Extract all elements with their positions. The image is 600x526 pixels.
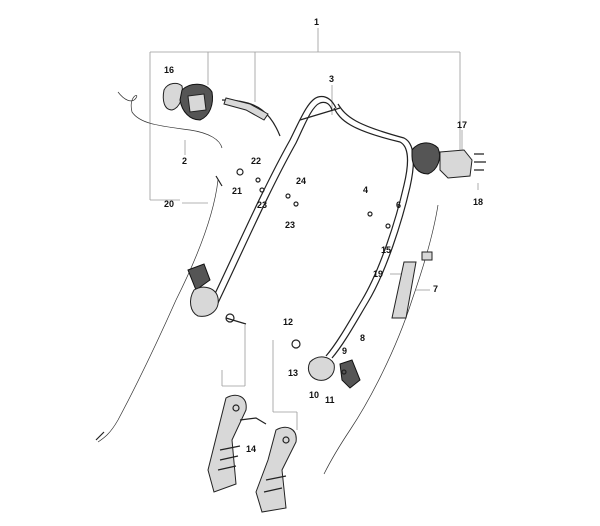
cable-right <box>323 204 439 475</box>
callout-10: 10 <box>309 390 319 400</box>
callout-12: 12 <box>283 317 293 327</box>
lever-left-2 <box>223 97 269 121</box>
cable-left <box>97 179 219 443</box>
callout-14: 14 <box>246 444 256 454</box>
right-screws <box>474 153 486 171</box>
lower-left-bracket <box>187 263 247 325</box>
control-housing-detail <box>187 93 207 113</box>
callout-9: 9 <box>342 346 347 356</box>
callout-20: 20 <box>164 199 174 209</box>
callout-21: 21 <box>232 186 242 196</box>
callout-24: 24 <box>296 176 306 186</box>
callout-18: 18 <box>473 197 483 207</box>
callout-1: 1 <box>314 17 319 27</box>
right-grip <box>439 149 473 179</box>
callout-19: 19 <box>373 269 383 279</box>
cover-16 <box>162 82 183 111</box>
callout-15: 15 <box>381 245 391 255</box>
callout-11: 11 <box>325 395 335 405</box>
callout-2: 2 <box>182 156 187 166</box>
callout-labels: 1 2 3 4 6 7 8 9 10 11 12 13 14 15 16 17 … <box>164 17 483 454</box>
cable-2 <box>117 91 223 149</box>
callout-23b: 23 <box>285 220 295 230</box>
upper-handle <box>211 95 414 359</box>
callout-22: 22 <box>251 156 261 166</box>
right-control <box>411 142 441 175</box>
callout-23a: 23 <box>257 200 267 210</box>
callout-3: 3 <box>329 74 334 84</box>
callout-7: 7 <box>433 284 438 294</box>
leader-lines <box>149 28 479 430</box>
callout-13: 13 <box>288 368 298 378</box>
callout-4: 4 <box>363 185 368 195</box>
tube-19 <box>391 261 417 319</box>
hardware-upper <box>236 168 391 229</box>
cable-left-end <box>95 175 223 441</box>
lower-right-bracket <box>291 339 361 389</box>
frame-plate-left <box>207 394 247 493</box>
callout-6: 6 <box>396 200 401 210</box>
frame-plate-right <box>239 417 297 513</box>
callout-8: 8 <box>360 333 365 343</box>
callout-16: 16 <box>164 65 174 75</box>
callout-17: 17 <box>457 120 467 130</box>
clip-7 <box>421 251 433 261</box>
